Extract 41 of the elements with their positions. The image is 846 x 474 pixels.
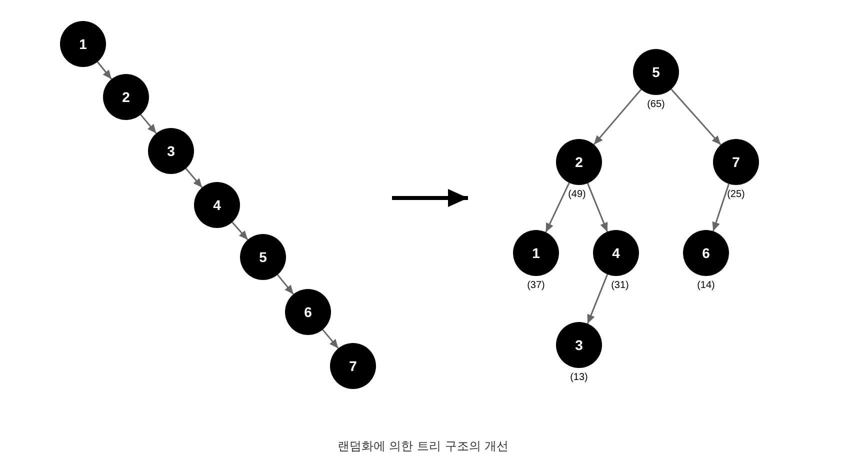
tree-node-circle <box>194 182 240 228</box>
node-number: 7 <box>731 153 741 172</box>
arrow <box>140 114 157 134</box>
count-label: (65) <box>646 99 666 111</box>
node-number: 3 <box>574 336 584 355</box>
count-label: (31) <box>610 280 630 292</box>
node-number: 4 <box>212 196 222 215</box>
tree-node-circle <box>330 343 376 389</box>
count-label: (13) <box>569 372 589 384</box>
node-number: 7 <box>348 357 358 376</box>
arrow <box>586 274 608 324</box>
count-label: (25) <box>726 189 746 201</box>
arrow <box>545 182 570 233</box>
arrow <box>96 61 112 80</box>
tree-node-circle <box>148 128 194 174</box>
node-number: 6 <box>303 303 313 322</box>
arrow <box>322 329 339 349</box>
arrow <box>185 168 203 188</box>
tree-node-circle <box>285 289 331 335</box>
arrow <box>593 88 642 146</box>
node-number: 5 <box>651 63 661 82</box>
arrow <box>586 183 608 232</box>
arrow <box>276 274 294 295</box>
arrow <box>712 184 730 232</box>
tree-node-circle <box>240 234 286 280</box>
caption: 랜덤화에 의한 트리 구조의 개선 <box>337 439 509 453</box>
node-number: 5 <box>258 248 268 267</box>
count-label: (37) <box>526 280 546 292</box>
node-number: 1 <box>78 35 88 54</box>
node-number: 1 <box>531 244 541 263</box>
count-label: (14) <box>696 280 716 292</box>
node-number: 4 <box>611 244 621 263</box>
tree-node-circle <box>60 21 106 67</box>
count-label: (49) <box>567 189 587 201</box>
node-number: 2 <box>121 88 131 107</box>
node-number: 2 <box>574 153 584 172</box>
arrow <box>232 222 248 240</box>
tree-node-circle <box>103 74 149 120</box>
node-number: 3 <box>166 142 176 161</box>
node-number: 6 <box>701 244 711 263</box>
arrow <box>670 88 722 146</box>
